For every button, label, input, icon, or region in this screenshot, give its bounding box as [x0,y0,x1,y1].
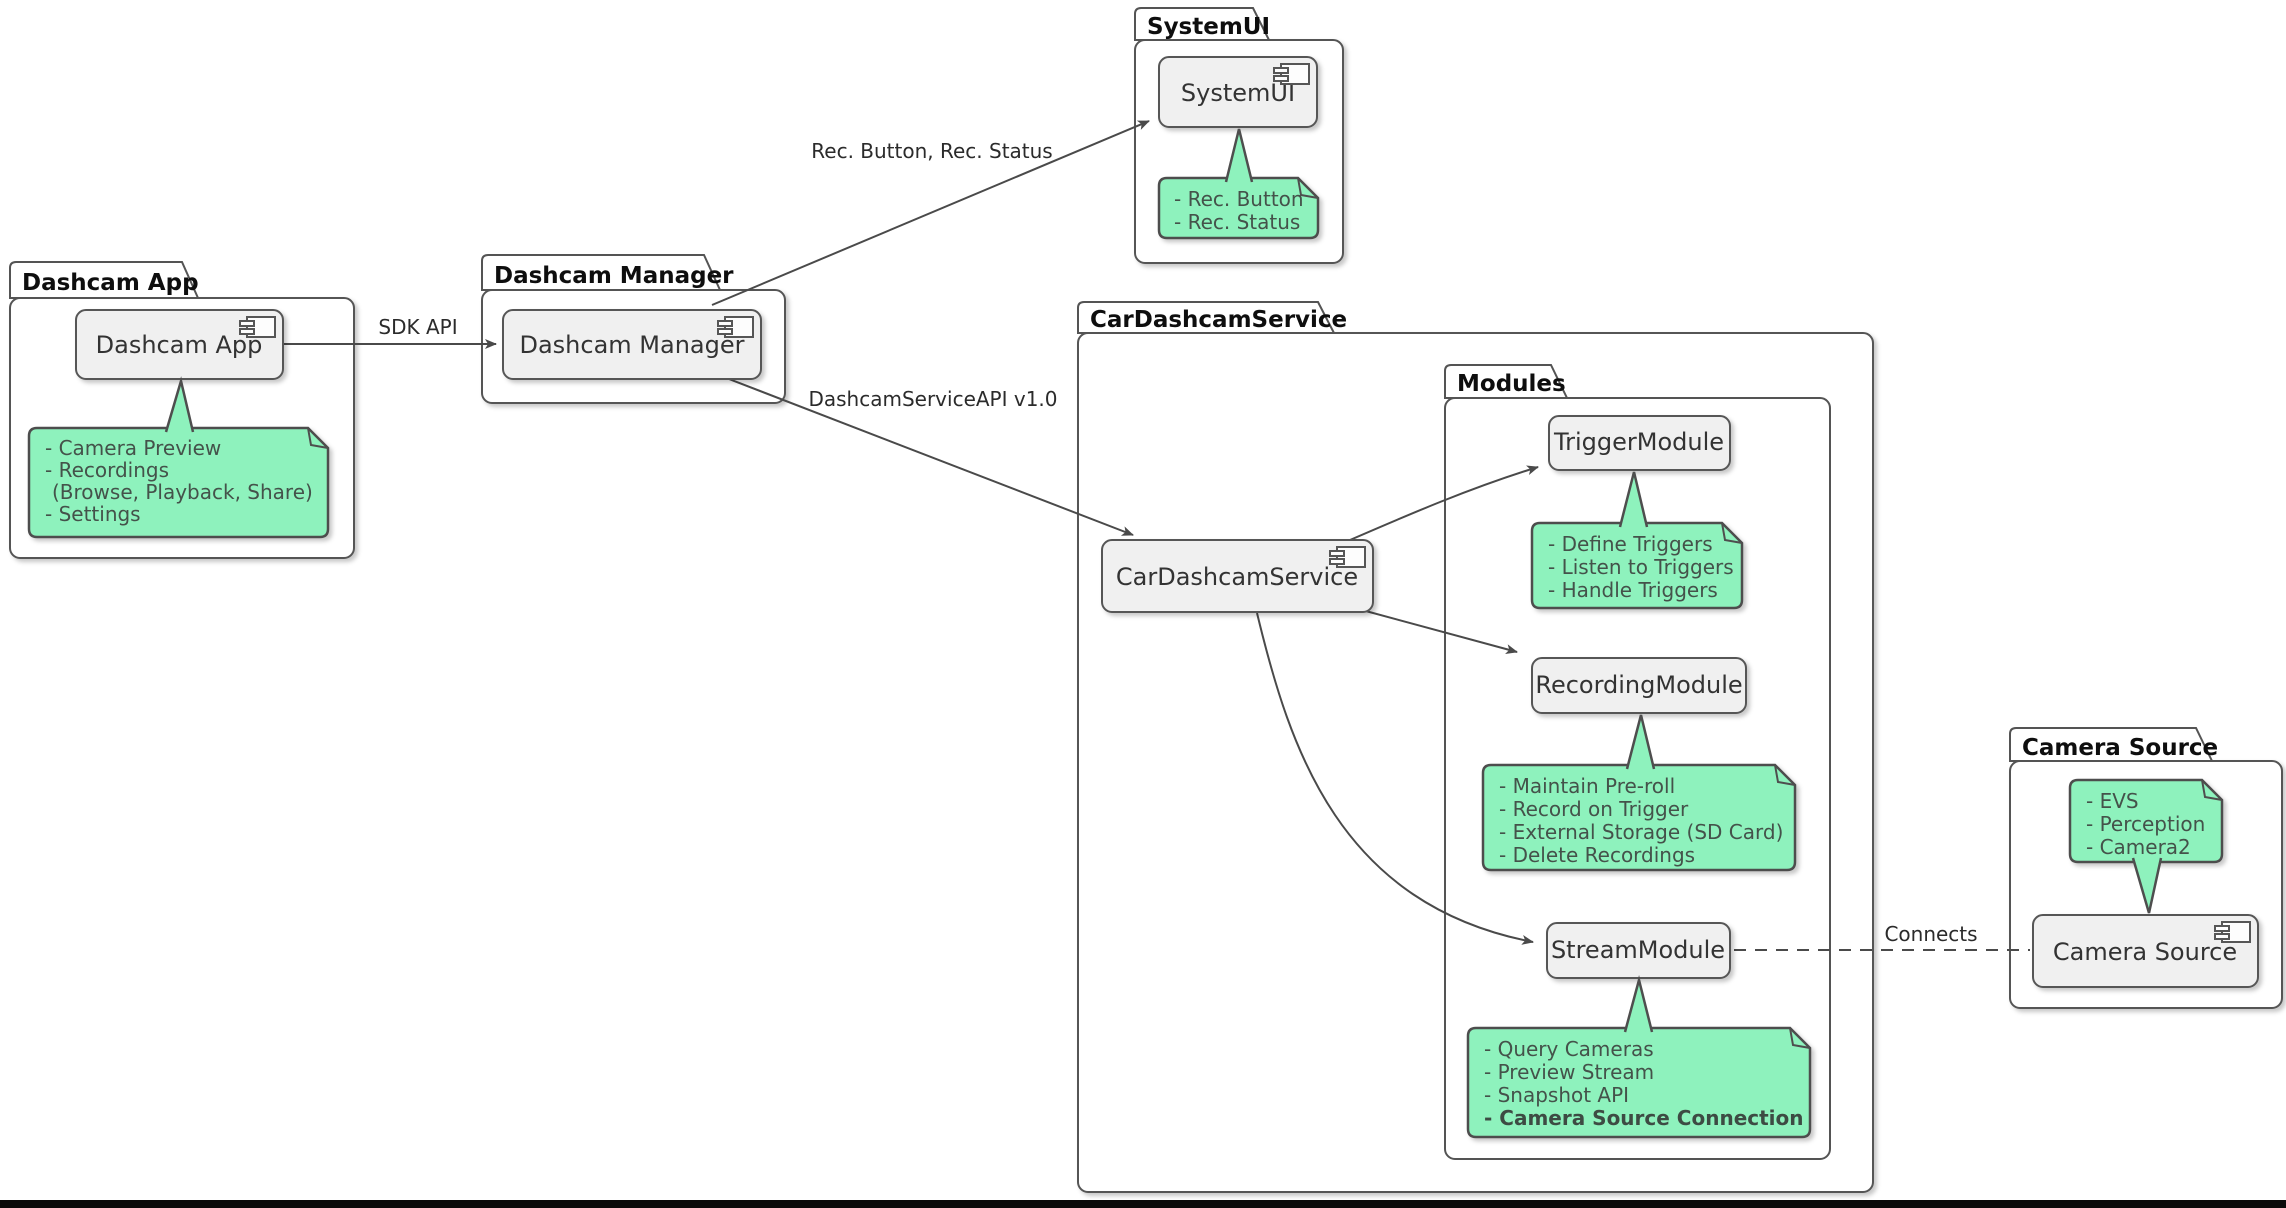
component-label: StreamModule [1551,936,1725,964]
package-label: Modules [1457,371,1566,397]
package-tab [1444,364,1569,399]
note-line: - Perception [2086,812,2205,836]
component-box [1548,415,1731,471]
note-trigger-module: - Define Triggers - Listen to Triggers -… [1530,471,1744,610]
note-tail [164,376,195,433]
bottom-bar [0,1200,2286,1208]
note-recording-module: - Maintain Pre-roll - Record on Trigger … [1481,714,1797,872]
note-line: - Rec. Button [1174,187,1304,211]
note-line: - Maintain Pre-roll [1499,774,1675,798]
note-line: - Camera Preview [45,436,221,460]
package-tab [9,261,200,299]
note-tail [2131,857,2163,914]
component-icon [239,316,276,338]
component-car-dashcam-service: CarDashcamService [1101,539,1374,613]
note-body [1481,763,1797,872]
edge-to-stream-module [1256,612,1534,945]
note-line: - EVS [2086,789,2139,813]
edges: SDK API Rec. Button, Rec. Status Dashcam… [283,120,2030,951]
note-body [2068,778,2224,864]
component-trigger-module: TriggerModule [1548,415,1731,471]
note-line: - Record on Trigger [1499,797,1689,821]
note-system-ui: - Rec. Button - Rec. Status [1157,128,1320,240]
component-dashcam-app: Dashcam App [75,309,284,380]
package-label: CarDashcamService [1090,307,1347,333]
note-stream-module: - Query Cameras - Preview Stream - Snaps… [1466,975,1812,1139]
component-label: TriggerModule [1553,428,1724,456]
note-body [27,426,330,539]
component-label: Dashcam App [96,331,263,359]
note-fold-corner [307,427,329,449]
edge-service-api [728,378,1134,536]
note-line: - Preview Stream [1484,1060,1654,1084]
note-body [1466,1026,1812,1139]
note-line: - Define Triggers [1548,532,1713,556]
package-tab [481,254,722,291]
component-icon [2214,921,2251,943]
package-label: Dashcam Manager [494,263,734,289]
note-line: - Snapshot API [1484,1083,1629,1107]
edge-rec-ui [711,120,1150,306]
note-fold-corner [1789,1027,1811,1049]
note-line: - Delete Recordings [1499,843,1695,867]
edge-label-rec-ui: Rec. Button, Rec. Status [811,139,1052,163]
package-label: Dashcam App [22,270,199,296]
note-line: - Query Cameras [1484,1037,1654,1061]
component-dashcam-manager: Dashcam Manager [502,309,762,380]
note-line: (Browse, Playback, Share) [52,480,313,504]
note-dashcam-app: - Camera Preview - Recordings (Browse, P… [27,376,330,539]
component-box [502,309,762,380]
note-tail [1623,975,1654,1033]
component-recording-module: RecordingModule [1531,657,1747,714]
note-line: - Camera2 [2086,835,2191,859]
edge-label-sdk-api: SDK API [378,315,457,339]
note-fold-corner [1774,764,1796,786]
component-label: Dashcam Manager [519,331,744,359]
component-box [1158,56,1318,128]
package-tab [1077,301,1336,334]
component-icon [1273,63,1310,85]
note-line: - Rec. Status [1174,210,1300,234]
edge-to-recording-module [1361,609,1518,654]
component-box [75,309,284,380]
note-fold-corner [1297,177,1319,199]
package-label: Camera Source [2022,735,2218,761]
edge-to-trigger-module [1349,465,1539,541]
component-label: RecordingModule [1535,671,1742,699]
edge-label-connects: Connects [1884,922,1977,946]
edge-label-service-api: DashcamServiceAPI v1.0 [808,387,1057,411]
component-box [1101,539,1374,613]
note-tail [1224,128,1254,183]
component-box [1531,657,1747,714]
note-body [1157,176,1320,240]
component-label: Camera Source [2053,938,2237,966]
component-label: CarDashcamService [1116,563,1358,591]
package-label: SystemUI [1147,14,1270,40]
note-line: - Recordings [45,458,169,482]
note-line-bold: - Camera Source Connection [1484,1106,1804,1130]
note-tail [1618,471,1649,528]
note-body [1530,521,1744,610]
package-tab [1134,7,1271,41]
component-icon [717,316,754,338]
component-icon [1329,546,1366,568]
note-fold-corner [2201,779,2223,801]
note-line: - Settings [45,502,141,526]
note-line: - External Storage (SD Card) [1499,820,1783,844]
component-label: SystemUI [1181,79,1295,107]
package-tab [2009,727,2214,762]
note-tail [1625,714,1656,770]
note-line: - Handle Triggers [1548,578,1718,602]
component-box [2032,914,2259,988]
note-camera-source: - EVS - Perception - Camera2 [2068,778,2224,914]
note-fold-corner [1721,522,1743,544]
component-system-ui: SystemUI [1158,56,1318,128]
component-stream-module: StreamModule [1546,922,1731,979]
component-camera-source: Camera Source [2032,914,2259,988]
note-line: - Listen to Triggers [1548,555,1734,579]
